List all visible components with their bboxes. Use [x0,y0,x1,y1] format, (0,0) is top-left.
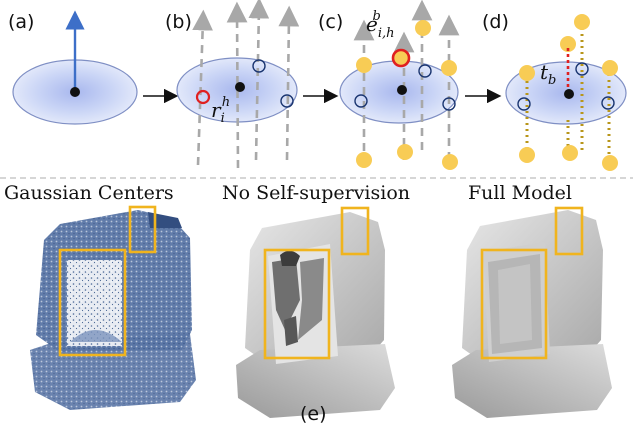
entry-point [602,60,618,76]
zoom-box-corner [128,205,157,254]
entry-point [356,57,372,73]
ray-point-highlight [195,89,211,105]
ray-intersection-point [517,97,531,111]
panel-d-diagram: tb [505,14,627,171]
entry-point [574,14,590,30]
panel-label-b: (b) [165,11,192,33]
zoom-box-corner [554,206,584,256]
ray-intersection-point [601,96,615,110]
panel-a-diagram [12,10,138,125]
ray-point-label: rih [211,95,230,126]
exit-point [442,154,458,170]
ray-intersection-point [252,59,266,73]
gaussian-center-c [397,85,407,95]
point-cloud-render [30,205,196,410]
panel-label-c: (c) [318,11,343,33]
title-full-model: Full Model [468,182,572,204]
ray-intersection-point [354,94,368,108]
ray-intersection-point [418,64,432,78]
no-self-supervision-render [236,206,395,418]
entry-point [519,65,535,81]
title-gaussian-centers: Gaussian Centers [4,182,174,204]
entry-point [415,20,431,36]
ray-intersection-point [442,97,456,111]
zoom-box-corner [340,206,370,256]
ray-intersection-point [575,62,589,76]
entry-point-highlight [391,48,411,68]
exit-point [356,152,372,168]
gaussian-center-b [235,82,245,92]
zoom-box-window [480,248,548,360]
title-no-self-supervision: No Self-supervision [222,182,410,204]
panel-label-e: (e) [300,403,327,425]
panel-b-diagram: rih [176,0,300,169]
entry-point [560,36,576,52]
gaussian-center-d [564,89,574,99]
exit-point [397,144,413,160]
gaussian-center-a [70,87,80,97]
entry-point-label: ei,hb [366,9,395,41]
zoom-box-window [58,248,127,357]
panel-label-d: (d) [482,11,509,33]
ray-3 [248,0,270,161]
ray-2 [226,1,248,169]
exit-point [519,147,535,163]
ray-4 [278,5,300,161]
panel-c-diagram: ei,hb [339,0,460,170]
panel-label-a: (a) [8,11,34,33]
zoom-box-window [263,248,331,360]
exit-point [602,155,618,171]
ray-intersection-point [280,94,294,108]
exit-point [562,145,578,161]
full-model-render [452,206,612,418]
depth-label: tb [540,60,556,88]
entry-point [441,60,457,76]
